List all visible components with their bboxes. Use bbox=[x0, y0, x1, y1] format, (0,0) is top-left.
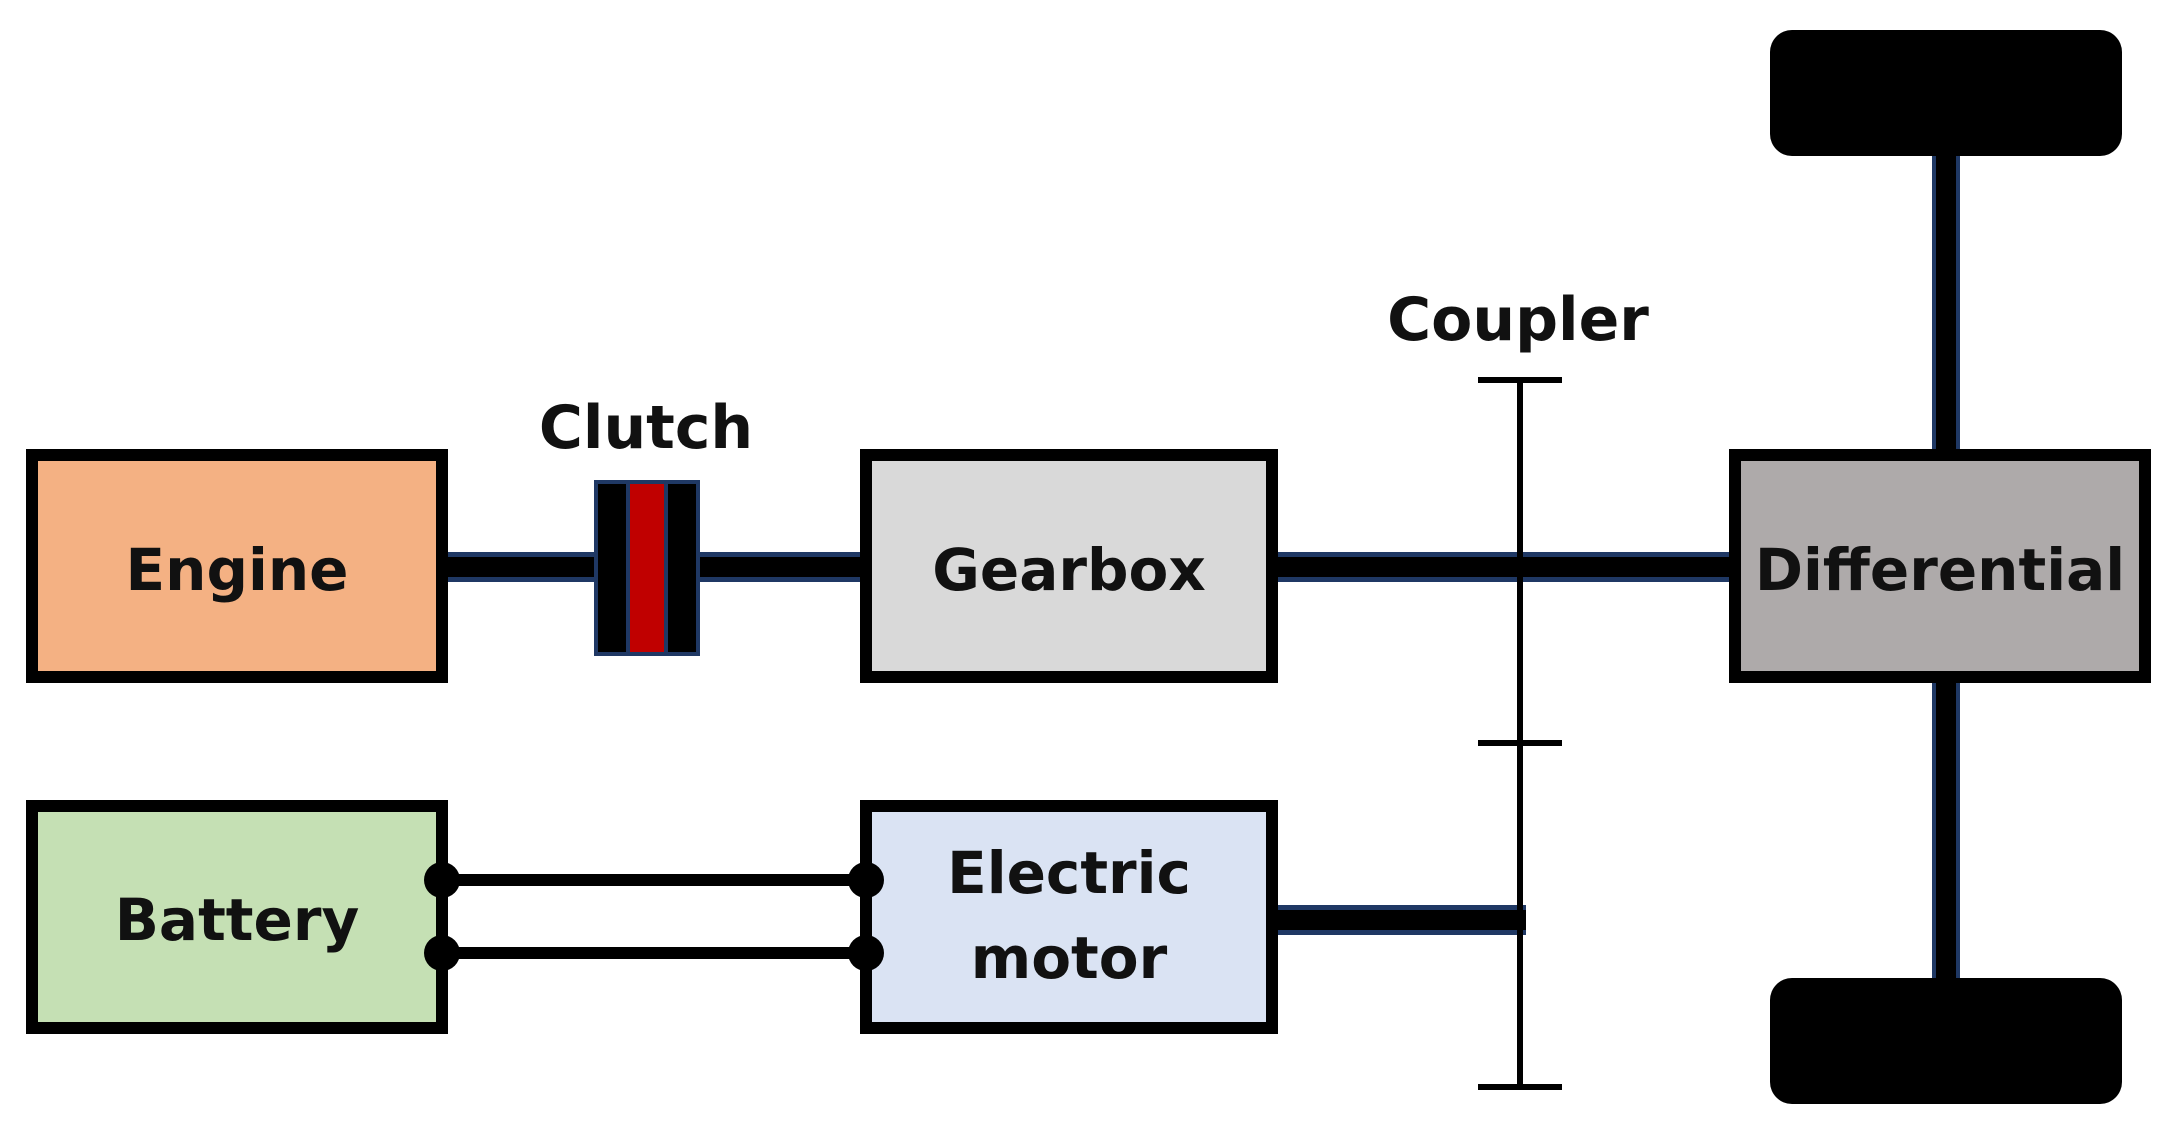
differential-label: Differential bbox=[1755, 536, 2125, 604]
motor-coupler-shaft bbox=[1266, 905, 1526, 935]
top-wheel bbox=[1770, 30, 2122, 156]
battery-motor-wiring bbox=[424, 862, 884, 971]
motor-lower-terminal bbox=[848, 935, 884, 971]
engine-box bbox=[26, 449, 448, 683]
electric-motor-label-line2: motor bbox=[971, 924, 1168, 992]
engine-label: Engine bbox=[126, 536, 349, 604]
engine-clutch-shaft bbox=[440, 552, 600, 582]
clutch-gearbox-shaft bbox=[695, 552, 870, 582]
clutch-right-plate bbox=[668, 484, 696, 652]
differential-block: Differential bbox=[1729, 449, 2151, 683]
gearbox-block: Gearbox bbox=[860, 449, 1278, 683]
bottom-wheel bbox=[1770, 978, 2122, 1104]
clutch-left-plate bbox=[598, 484, 626, 652]
lower-axle-shaft bbox=[1932, 675, 1960, 995]
clutch: Clutch bbox=[539, 393, 753, 656]
battery-lower-terminal bbox=[424, 935, 460, 971]
battery-label: Battery bbox=[115, 886, 360, 954]
electric-motor-block: Electric motor bbox=[860, 800, 1278, 1034]
electric-motor-label-line1: Electric bbox=[947, 839, 1191, 907]
motor-upper-terminal bbox=[848, 862, 884, 898]
upper-axle-shaft bbox=[1932, 140, 1960, 460]
coupler: Coupler bbox=[1387, 285, 1649, 1090]
electric-motor-box bbox=[860, 800, 1278, 1034]
battery-box bbox=[26, 800, 448, 1034]
battery-block: Battery bbox=[26, 800, 448, 1034]
differential-box bbox=[1729, 449, 2151, 683]
battery-upper-terminal bbox=[424, 862, 460, 898]
gearbox-box bbox=[860, 449, 1278, 683]
coupler-label: Coupler bbox=[1387, 285, 1649, 355]
gearbox-differential-shaft bbox=[1270, 552, 1740, 582]
clutch-friction-plate bbox=[630, 484, 664, 652]
engine-block: Engine bbox=[26, 449, 448, 683]
gearbox-label: Gearbox bbox=[932, 536, 1205, 604]
clutch-label: Clutch bbox=[539, 393, 753, 463]
